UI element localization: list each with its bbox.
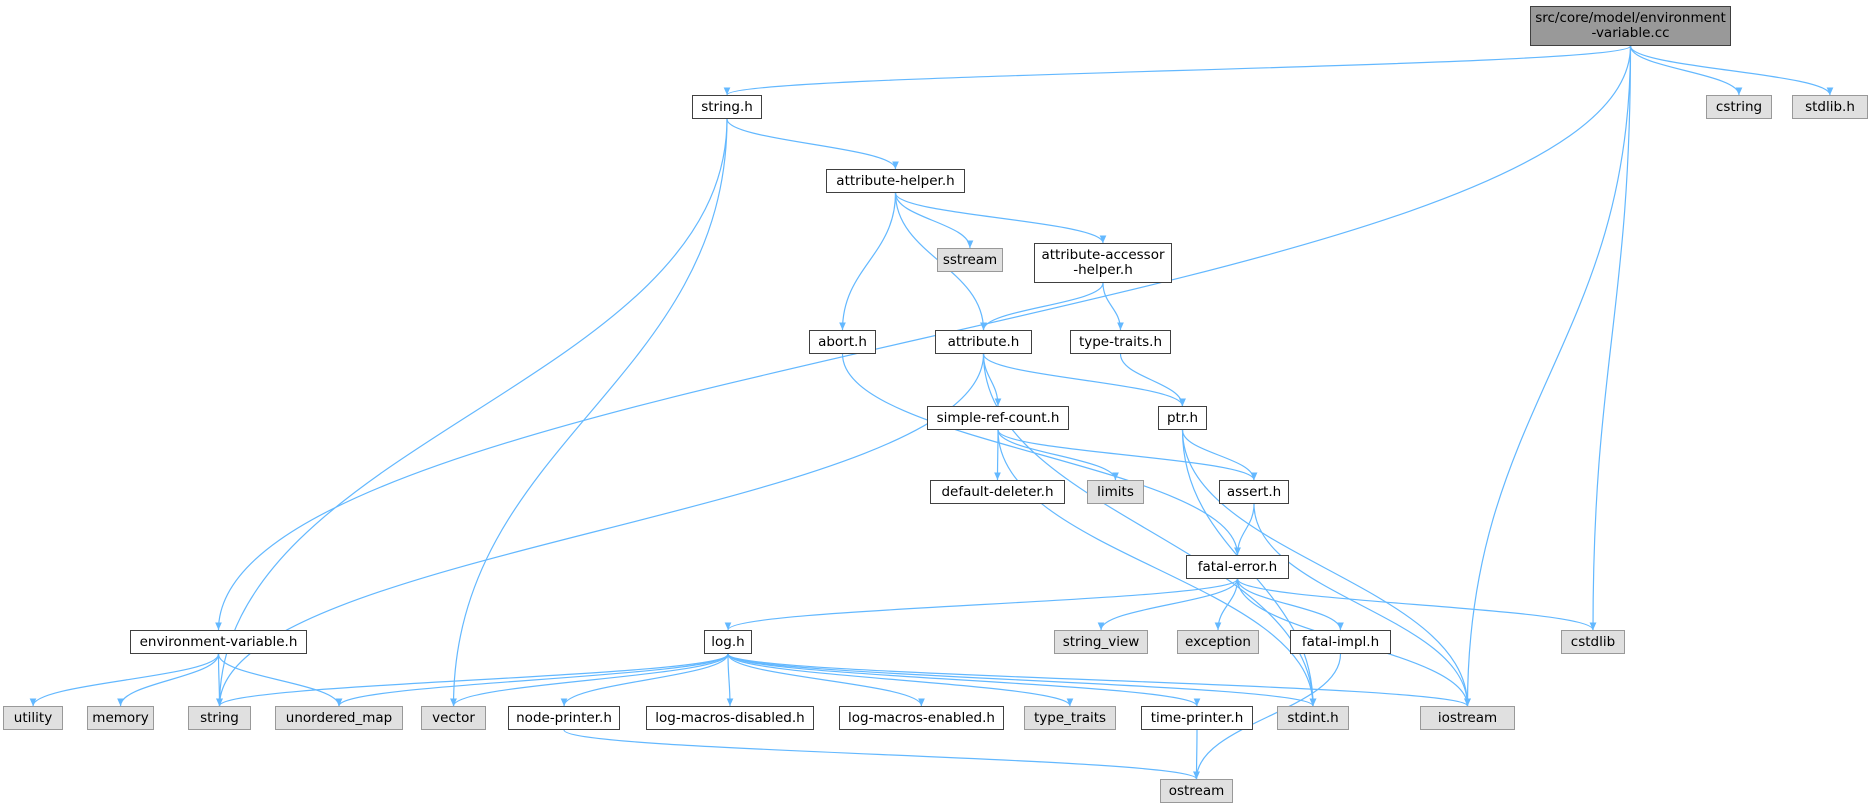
edge-type-traits-h-to-ptr-h [1119, 353, 1186, 407]
node-ptr-h[interactable]: ptr.h [1158, 406, 1207, 430]
node-default-deleter-h[interactable]: default-deleter.h [930, 480, 1065, 504]
edge-attribute-helper-h-to-sstream [894, 192, 974, 249]
edge-fatal-error-h-to-cstdlib [1236, 578, 1597, 631]
node-string: string [188, 706, 251, 730]
edge-environment-variable-h-to-utility [29, 653, 220, 707]
node-log-macros-disabled-h[interactable]: log-macros-disabled.h [646, 706, 814, 730]
edge-string-h-to-vector [450, 118, 728, 707]
node-cstdlib: cstdlib [1561, 630, 1625, 654]
node-attribute-accessor-helper-h[interactable]: attribute-accessor -helper.h [1034, 243, 1172, 283]
node-root: src/core/model/environment -variable.cc [1530, 6, 1731, 46]
node-ostream: ostream [1160, 779, 1233, 803]
edge-fatal-error-h-to-fatal-impl-h [1236, 578, 1344, 631]
edge-attribute-helper-h-to-attribute-accessor-helper-h [894, 192, 1107, 244]
node-assert-h[interactable]: assert.h [1219, 480, 1289, 504]
node-type-traits-h[interactable]: type-traits.h [1070, 330, 1171, 354]
edge-log-h-to-log-macros-enabled-h [727, 653, 925, 707]
node-utility: utility [3, 706, 63, 730]
edge-fatal-error-h-to-exception [1214, 578, 1239, 631]
edge-time-printer-h-to-ostream [1193, 729, 1200, 780]
edge-root-to-string-h [723, 45, 1632, 96]
node-fatal-error-h[interactable]: fatal-error.h [1186, 555, 1289, 579]
node-vector: vector [421, 706, 486, 730]
node-string-h[interactable]: string.h [692, 95, 762, 119]
edge-abort-h-to-fatal-error-h [841, 353, 1241, 556]
node-cstring: cstring [1706, 95, 1772, 119]
edge-log-h-to-node-printer-h [560, 653, 729, 707]
edge-environment-variable-h-to-unordered-map [217, 653, 343, 707]
node-log-macros-enabled-h[interactable]: log-macros-enabled.h [839, 706, 1004, 730]
node-node-printer-h[interactable]: node-printer.h [508, 706, 620, 730]
edge-log-h-to-vector [450, 653, 729, 707]
edge-root-to-cstring [1629, 45, 1743, 96]
edge-attribute-accessor-helper-h-to-type-traits-h [1102, 282, 1124, 331]
edge-ptr-h-to-iostream [1181, 429, 1471, 707]
edge-assert-h-to-fatal-error-h [1234, 503, 1255, 556]
node-environment-variable-h[interactable]: environment-variable.h [130, 630, 307, 654]
edge-log-h-to-time-printer-h [727, 653, 1201, 707]
edge-node-printer-h-to-ostream [563, 729, 1200, 780]
edge-log-h-to-unordered-map [335, 653, 729, 707]
edge-fatal-error-h-to-log-h [724, 578, 1239, 631]
node-iostream: iostream [1420, 706, 1515, 730]
edge-ptr-h-to-assert-h [1181, 429, 1258, 481]
edge-log-h-to-iostream [727, 653, 1471, 707]
node-unordered-map: unordered_map [275, 706, 403, 730]
edge-attribute-h-to-ptr-h [982, 353, 1186, 407]
edge-root-to-stdlib-h [1629, 45, 1834, 96]
node-string-view: string_view [1054, 630, 1148, 654]
node-stdlib-h: stdlib.h [1792, 95, 1868, 119]
node-abort-h[interactable]: abort.h [809, 330, 876, 354]
edge-attribute-helper-h-to-abort-h [839, 192, 897, 331]
edge-attribute-accessor-helper-h-to-attribute-h [980, 282, 1104, 331]
edge-log-h-to-string [216, 653, 729, 707]
node-simple-ref-count-h[interactable]: simple-ref-count.h [927, 406, 1069, 430]
edge-simple-ref-count-h-to-limits [997, 429, 1119, 481]
edge-fatal-error-h-to-string-view [1097, 578, 1239, 631]
edge-assert-h-to-iostream [1253, 503, 1471, 707]
node-limits: limits [1087, 480, 1144, 504]
edge-log-h-to-type-traits [727, 653, 1074, 707]
edge-environment-variable-h-to-memory [117, 653, 220, 707]
edge-root-to-iostream [1464, 45, 1632, 707]
node-memory: memory [87, 706, 154, 730]
edge-simple-ref-count-h-to-assert-h [997, 429, 1258, 481]
node-type-traits: type_traits [1024, 706, 1116, 730]
edge-root-to-cstdlib [1589, 45, 1632, 631]
node-log-h[interactable]: log.h [704, 630, 752, 654]
node-attribute-helper-h[interactable]: attribute-helper.h [826, 169, 965, 193]
edge-log-h-to-stdint-h [727, 653, 1317, 707]
edge-log-h-to-log-macros-disabled-h [726, 653, 734, 707]
node-exception: exception [1177, 630, 1259, 654]
node-stdint-h: stdint.h [1277, 706, 1349, 730]
node-attribute-h[interactable]: attribute.h [935, 330, 1032, 354]
node-sstream: sstream [937, 248, 1003, 272]
edge-simple-ref-count-h-to-stdint-h [997, 429, 1317, 707]
node-fatal-impl-h[interactable]: fatal-impl.h [1290, 630, 1391, 654]
node-time-printer-h[interactable]: time-printer.h [1141, 706, 1253, 730]
edge-root-to-environment-variable-h [215, 45, 1632, 631]
edge-string-h-to-string [216, 118, 728, 707]
edge-fatal-impl-h-to-ostream [1193, 653, 1342, 780]
edge-string-h-to-attribute-helper-h [726, 118, 899, 170]
